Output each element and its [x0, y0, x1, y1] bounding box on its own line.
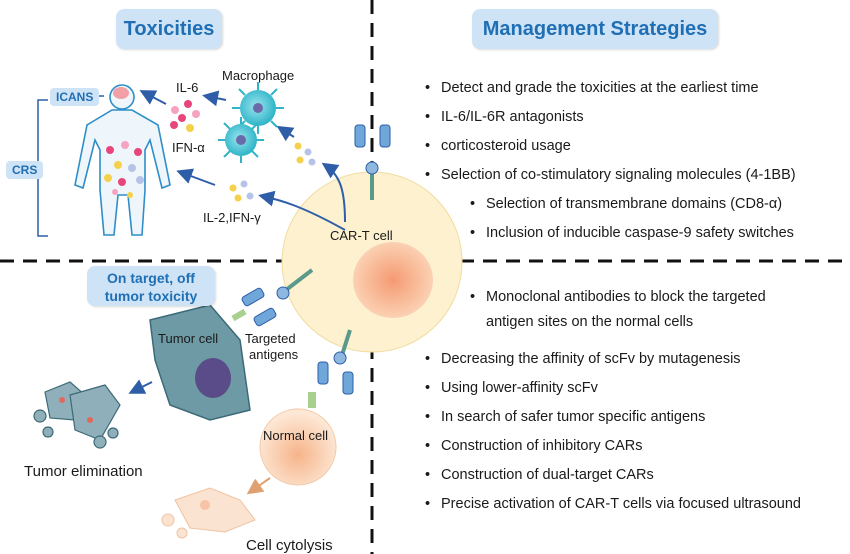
strategy-item: In search of safer tumor specific antige… — [425, 408, 801, 426]
icans-tag: ICANS — [50, 88, 100, 106]
cart-cell-label: CAR-T cell — [330, 228, 393, 243]
macrophage-label: Macrophage — [222, 68, 295, 83]
strategy-item: Decreasing the affinity of scFv by mutag… — [425, 350, 801, 368]
strategy-item: Construction of dual-target CARs — [425, 466, 801, 484]
human-body-figure — [74, 84, 171, 236]
tumor-elimination-label: Tumor elimination — [24, 463, 143, 480]
il6-cytokine-cluster — [170, 100, 200, 132]
cell-cytolysis-label: Cell cytolysis — [246, 537, 333, 554]
strategy-item: IL-6/IL-6R antagonists — [425, 108, 796, 126]
car-receptor-top — [354, 124, 391, 200]
strategy-item: Selection of co-stimulatory signaling mo… — [425, 166, 796, 184]
management-strategies-title: Management Strategies — [472, 9, 718, 49]
strategy-line-1: Monoclonal antibodies to block the targe… — [486, 289, 766, 305]
strategy-item: Construction of inhibitory CARs — [425, 437, 801, 455]
tumor-elimination-arrow — [128, 379, 153, 394]
strategy-item: corticosteroid usage — [425, 137, 796, 155]
cart-cell — [281, 171, 463, 353]
on-target-off-tumor-title: On target, off tumor toxicity — [87, 266, 215, 306]
toxicities-title: Toxicities — [116, 9, 222, 49]
normal-cell-label: Normal cell — [263, 428, 329, 443]
strategy-item: Monoclonal antibodies to block the targe… — [470, 288, 766, 331]
strategy-line-2: antigen sites on the normal cells — [486, 314, 694, 330]
targeted-antigens-label-2: antigens — [249, 347, 299, 362]
toxicity-arrows — [139, 90, 346, 231]
macrophage-icon — [218, 82, 284, 163]
strategies-top-indented-list: Selection of transmembrane domains (CD8-… — [470, 195, 794, 242]
car-receptor-left — [241, 268, 314, 327]
strategy-item: Detect and grade the toxicities at the e… — [425, 79, 796, 97]
brain-icon — [113, 87, 129, 99]
tumor-cell-label: Tumor cell — [158, 331, 219, 346]
crs-tag: CRS — [6, 161, 44, 179]
strategies-bottom-indented-list: Monoclonal antibodies to block the targe… — [470, 288, 766, 331]
strategies-bottom-list: Decreasing the affinity of scFv by mutag… — [425, 350, 801, 513]
strategy-item: Inclusion of inducible caspase-9 safety … — [470, 224, 794, 242]
on-target-title-text: On target, off tumor toxicity — [104, 270, 198, 304]
cytokine-dots-cart — [229, 142, 316, 202]
normal-cell — [259, 392, 337, 486]
il6-label: IL-6 — [176, 80, 199, 95]
cytolysis-fragments — [161, 487, 256, 539]
strategy-item: Precise activation of CAR-T cells via fo… — [425, 495, 801, 513]
cytokine-dots-body — [104, 141, 144, 198]
cytolysis-arrow — [246, 477, 271, 495]
tumor-fragments — [33, 381, 121, 449]
tumor-cell — [149, 304, 251, 421]
strategy-item: Selection of transmembrane domains (CD8-… — [470, 195, 794, 213]
strategies-top-list: Detect and grade the toxicities at the e… — [425, 79, 796, 184]
cart-nucleus — [353, 242, 433, 318]
ifn-alpha-label: IFN-α — [172, 140, 205, 155]
il2-ifng-label: IL-2,IFN-γ — [203, 210, 261, 225]
strategy-item: Using lower-affinity scFv — [425, 379, 801, 397]
car-receptor-bottom — [317, 329, 354, 395]
targeted-antigens-label-1: Targeted — [245, 331, 296, 346]
